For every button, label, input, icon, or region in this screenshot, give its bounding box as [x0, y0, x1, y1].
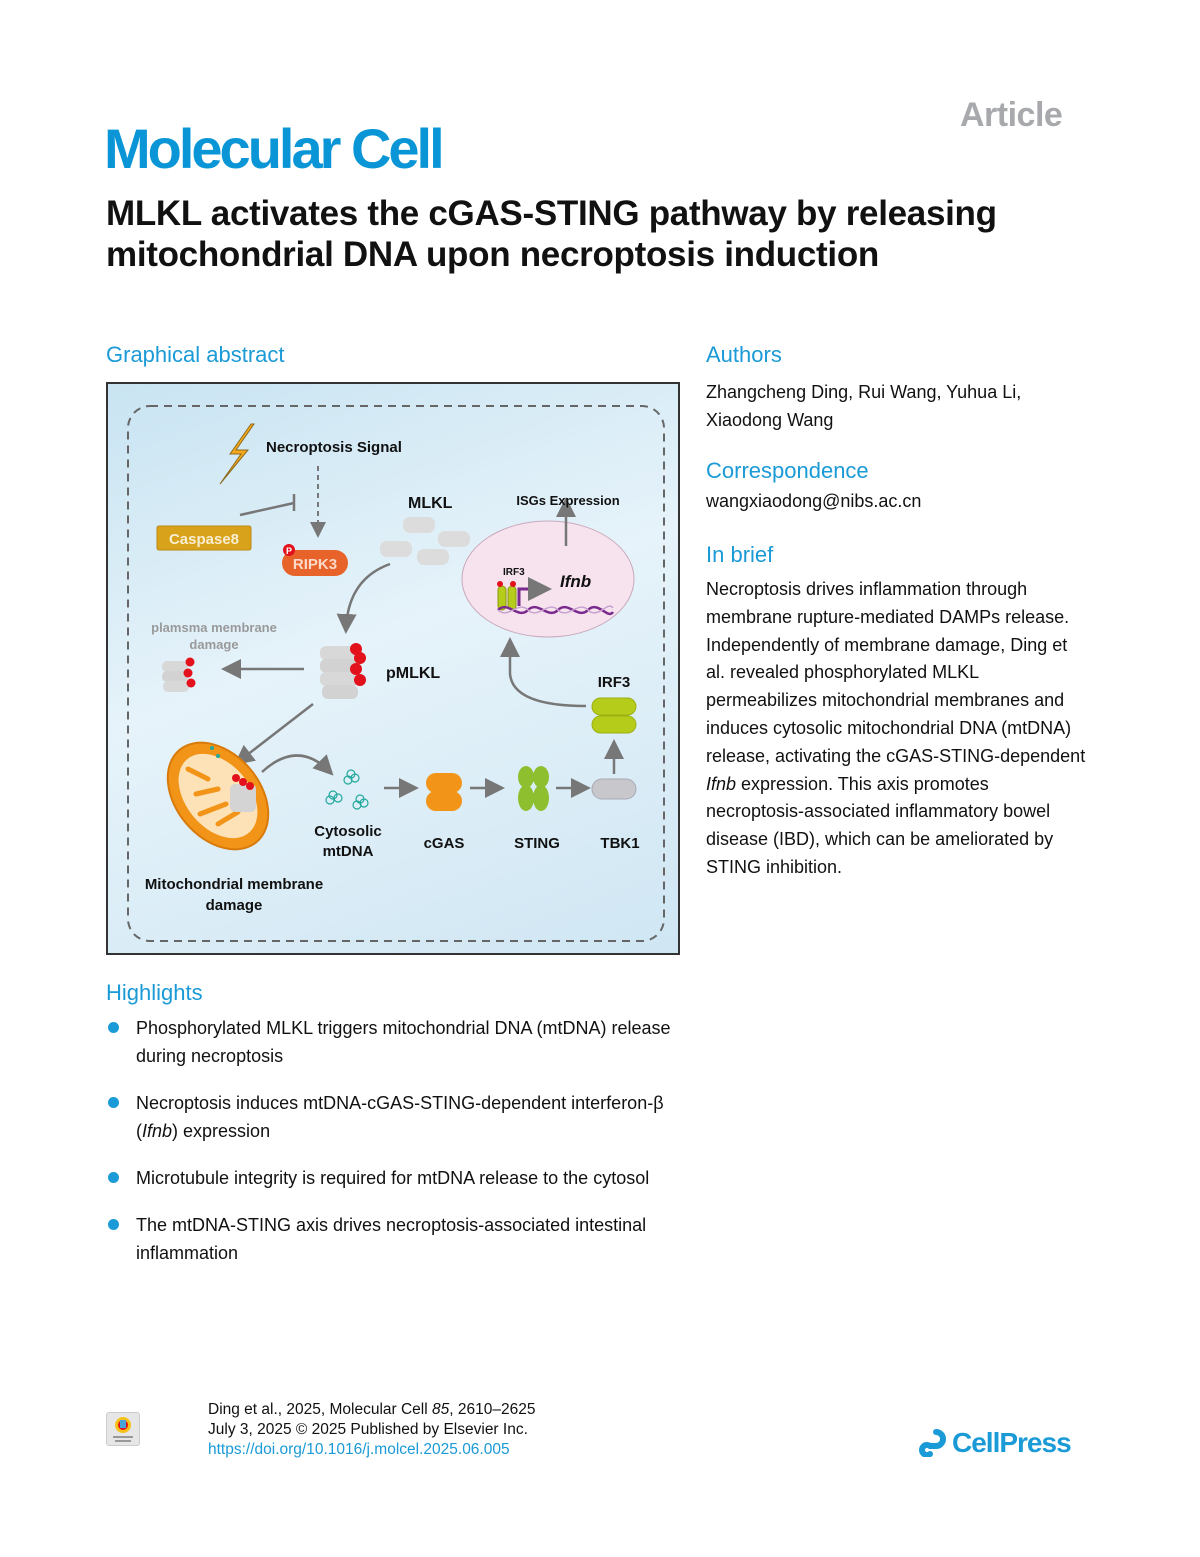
- citation-volume: 85: [432, 1401, 450, 1418]
- citation-text: Ding et al., 2025, Molecular Cell: [208, 1401, 433, 1418]
- correspondence-email[interactable]: wangxiaodong@nibs.ac.cn: [706, 491, 922, 511]
- highlights-heading: Highlights: [106, 980, 203, 1005]
- sting-label: STING: [514, 835, 560, 852]
- pmlkl-to-mito-arrow: [234, 703, 314, 766]
- article-type-label: Article: [960, 96, 1063, 134]
- plasma-damage-label-2: damage: [189, 637, 238, 652]
- irf3-nucleus-label: IRF3: [503, 567, 525, 578]
- caspase8-box: [156, 525, 252, 551]
- highlight-item: Microtubule integrity is required for mt…: [106, 1164, 696, 1192]
- ifnb-label: Ifnb: [560, 572, 591, 591]
- doi-link[interactable]: https://doi.org/10.1016/j.molcel.2025.06…: [208, 1441, 510, 1458]
- mito-damage-label-1: Mitochondrial membrane: [145, 876, 323, 893]
- irf3-icon: [591, 697, 637, 734]
- paper-title: MLKL activates the cGAS-STING pathway by…: [106, 194, 997, 274]
- inhibition-line: [239, 501, 295, 517]
- cgas-icon: [426, 773, 462, 811]
- highlight-item: Phosphorylated MLKL triggers mitochondri…: [106, 1014, 696, 1070]
- ripk3-label: RIPK3: [293, 556, 337, 573]
- ripk3-box: [282, 550, 348, 576]
- highlights-list: Phosphorylated MLKL triggers mitochondri…: [106, 1014, 696, 1286]
- mtdna-icon: [325, 769, 369, 810]
- plasma-pmlkl-oligomer: [162, 657, 196, 692]
- pmlkl-label: pMLKL: [386, 665, 440, 682]
- citation-block: Ding et al., 2025, Molecular Cell 85, 26…: [208, 1400, 535, 1460]
- mito-damage-label-2: damage: [206, 897, 263, 914]
- lightning-bolt-icon: [219, 423, 255, 485]
- highlight-text: Microtubule integrity is required for mt…: [136, 1168, 650, 1188]
- cellpress-logo-icon: [919, 1429, 946, 1457]
- journal-title: Molecular Cell: [104, 117, 445, 180]
- transcription-arrow: [517, 577, 552, 606]
- in-brief-gene-name: Ifnb: [706, 773, 737, 794]
- cgas-label: cGAS: [424, 835, 465, 852]
- mitochondrion-icon: [166, 741, 270, 851]
- cellpress-logo: CellPress: [918, 1427, 1072, 1459]
- mtdna-release-arrow: [261, 754, 334, 776]
- irf3-to-nucleus-arrow: [500, 637, 587, 708]
- caspase8-label: Caspase8: [169, 531, 239, 548]
- graphical-abstract-heading: Graphical abstract: [106, 342, 285, 367]
- in-brief-text: Necroptosis drives inflammation through …: [706, 576, 1091, 882]
- authors-heading: Authors: [706, 342, 782, 367]
- sting-icon: [518, 766, 549, 811]
- isgs-label: ISGs Expression: [516, 493, 619, 508]
- in-brief-text-part: expression. This axis promotes necroptos…: [706, 773, 1054, 877]
- phospho-label: P: [286, 546, 292, 556]
- author-list: Zhangcheng Ding, Rui Wang, Yuhua Li, Xia…: [706, 382, 1022, 430]
- bullet-icon: [108, 1022, 119, 1033]
- cell-boundary: [127, 405, 665, 942]
- tbk1-icon: [591, 778, 637, 800]
- highlight-gene-name: Ifnb: [142, 1121, 173, 1141]
- pmlkl-oligomer: [320, 643, 366, 699]
- highlight-item: The mtDNA-STING axis drives necroptosis-…: [106, 1211, 696, 1267]
- graphical-abstract-diagram: Necroptosis Signal Caspase8 RIPK3 P MLKL: [127, 405, 665, 942]
- bullet-icon: [108, 1172, 119, 1183]
- citation-pages: , 2610–2625: [449, 1401, 536, 1418]
- in-brief-heading: In brief: [706, 542, 774, 567]
- tbk1-label: TBK1: [600, 835, 639, 852]
- irf3-bound-icon: [497, 581, 517, 611]
- highlight-text: The mtDNA-STING axis drives necroptosis-…: [136, 1215, 647, 1263]
- highlight-text: Phosphorylated MLKL triggers mitochondri…: [136, 1018, 671, 1066]
- citation-line-2: July 3, 2025 © 2025 Published by Elsevie…: [208, 1421, 528, 1438]
- cytosolic-label-2: mtDNA: [323, 843, 374, 860]
- highlight-item: Necroptosis induces mtDNA-cGAS-STING-dep…: [106, 1089, 696, 1145]
- phospho-icon: [283, 544, 295, 556]
- correspondence-heading: Correspondence: [706, 458, 869, 483]
- mlkl-to-pmlkl-arrow: [336, 562, 391, 634]
- irf3-label: IRF3: [598, 674, 631, 691]
- check-for-updates-icon[interactable]: [106, 1412, 140, 1446]
- graphical-abstract-figure: Necroptosis Signal Caspase8 RIPK3 P MLKL: [106, 382, 680, 955]
- highlight-text: ) expression: [172, 1121, 271, 1141]
- nucleus: [461, 520, 635, 638]
- in-brief-text-part: Necroptosis drives inflammation through …: [706, 579, 1086, 766]
- necroptosis-signal-label: Necroptosis Signal: [266, 439, 402, 456]
- mlkl-label: MLKL: [408, 495, 453, 512]
- mlkl-monomers: [380, 517, 470, 565]
- cellpress-wordmark: CellPress: [952, 1427, 1072, 1458]
- citation-line-1: Ding et al., 2025, Molecular Cell 85, 26…: [208, 1400, 535, 1420]
- bullet-icon: [108, 1097, 119, 1108]
- cytosolic-label-1: Cytosolic: [314, 823, 382, 840]
- plasma-damage-label-1: plamsma membrane: [151, 620, 277, 635]
- highlight-text: Necroptosis induces mtDNA-cGAS-STING-dep…: [136, 1093, 664, 1141]
- bullet-icon: [108, 1219, 119, 1230]
